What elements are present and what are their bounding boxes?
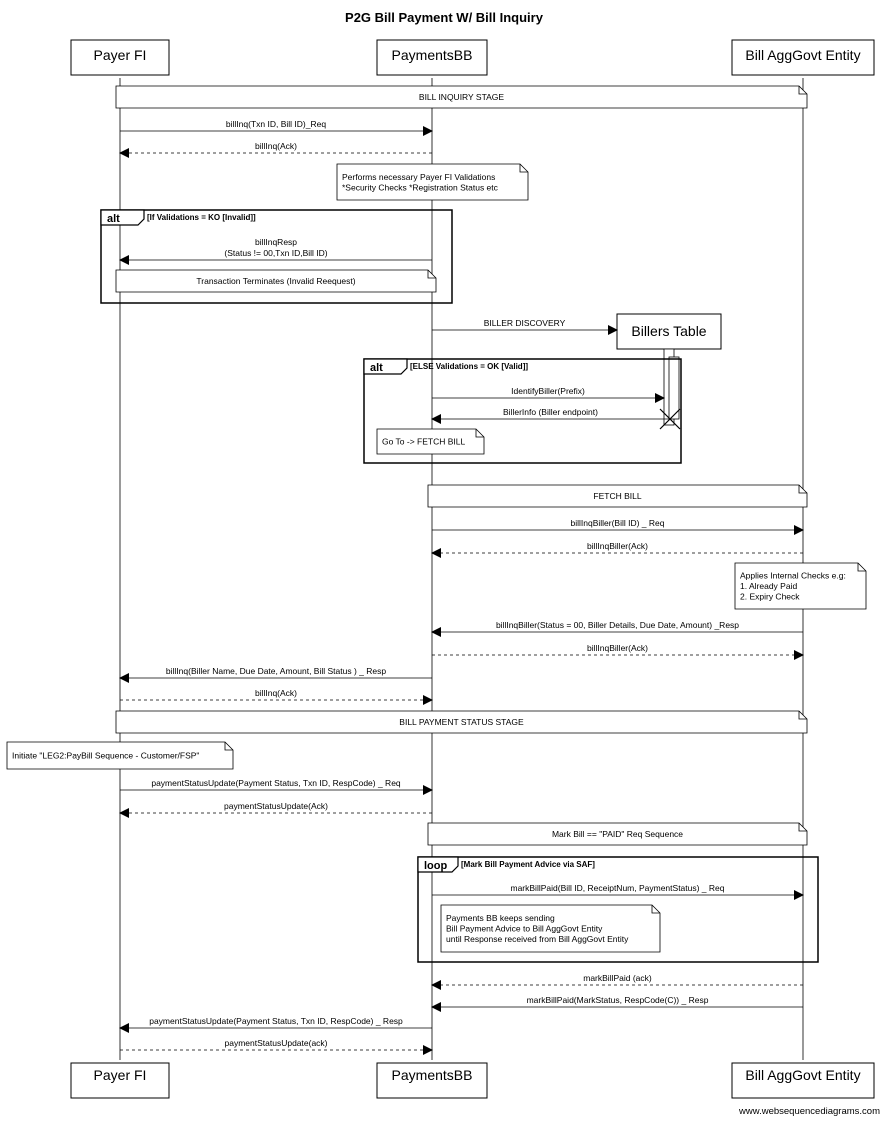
- message-label: paymentStatusUpdate(Ack): [224, 801, 328, 811]
- participant-box: [731, 39, 875, 76]
- participant-label: Bill AggGovt Entity: [745, 1067, 860, 1083]
- note-text: FETCH BILL: [593, 491, 641, 501]
- destroy-mark: [659, 408, 681, 430]
- note: [376, 428, 485, 455]
- note-text: Bill Payment Advice to Bill AggGovt Enti…: [446, 924, 603, 934]
- note-text: Mark Bill == "PAID" Req Sequence: [552, 829, 683, 839]
- message-label: billInq(Ack): [255, 688, 297, 698]
- participant-label: Bill AggGovt Entity: [745, 47, 860, 63]
- stage-note: [115, 85, 808, 109]
- message-label: billInq(Ack): [255, 141, 297, 151]
- watermark-text: www.websequencediagrams.com: [738, 1106, 880, 1117]
- note-fold: [475, 429, 484, 438]
- participant-label: Payer FI: [94, 1067, 147, 1083]
- note-text: *Security Checks *Registration Status et…: [342, 182, 499, 192]
- note-fold: [224, 742, 233, 751]
- participant-box: [376, 39, 488, 76]
- note-text: until Response received from Bill AggGov…: [446, 934, 629, 944]
- note-text: Initiate "LEG2:PayBill Sequence - Custom…: [12, 751, 199, 761]
- message-label: paymentStatusUpdate(Payment Status, Txn …: [149, 1016, 403, 1026]
- note-fold: [798, 485, 807, 494]
- note-fold: [798, 711, 807, 720]
- note-fold: [857, 563, 866, 572]
- stage-note: [427, 484, 808, 508]
- note-text: 2. Expiry Check: [740, 592, 800, 602]
- fragment-tag: alt: [107, 213, 120, 225]
- note-text: Transaction Terminates (Invalid Reequest…: [196, 276, 355, 286]
- note-text: BILL PAYMENT STATUS STAGE: [399, 717, 524, 727]
- stage-note: [427, 822, 808, 846]
- message-label: billInq(Txn ID, Bill ID)_Req: [226, 119, 326, 129]
- message-label: BILLER DISCOVERY: [484, 318, 566, 328]
- participant-label: PaymentsBB: [392, 47, 473, 63]
- note-fold: [798, 823, 807, 832]
- fragment-guard: [ELSE Validations = OK [Valid]]: [410, 362, 528, 371]
- participant-box: [616, 313, 722, 350]
- note-fold: [651, 905, 660, 914]
- note-text: 1. Already Paid: [740, 581, 797, 591]
- note-fold: [798, 86, 807, 95]
- message-label: billInqBiller(Ack): [587, 643, 648, 653]
- message-label: paymentStatusUpdate(Payment Status, Txn …: [151, 778, 401, 788]
- fragment-tag-box: [100, 209, 145, 226]
- note-text: BILL INQUIRY STAGE: [419, 92, 505, 102]
- participant-box: [376, 1062, 488, 1099]
- fragment-guard: [Mark Bill Payment Advice via SAF]: [461, 860, 595, 869]
- activation-bar: [668, 356, 680, 420]
- participant-label: PaymentsBB: [392, 1067, 473, 1083]
- message-label: markBillPaid(Bill ID, ReceiptNum, Paymen…: [511, 883, 725, 893]
- fragment-tag: loop: [424, 860, 447, 872]
- note: [115, 269, 437, 293]
- message-label: billInqBiller(Bill ID) _ Req: [570, 518, 664, 528]
- stage-note: [115, 710, 808, 734]
- participant-box: [731, 1062, 875, 1099]
- message-label: markBillPaid (ack): [583, 973, 652, 983]
- message-label: billInqBiller(Status = 00, Biller Detail…: [496, 620, 739, 630]
- participant-box: [70, 39, 170, 76]
- message-label: markBillPaid(MarkStatus, RespCode(C)) _ …: [527, 995, 709, 1005]
- participant-box: [70, 1062, 170, 1099]
- message-label: billInqResp: [255, 237, 297, 247]
- fragment-tag: alt: [370, 362, 383, 374]
- message-label: BillerInfo (Biller endpoint): [503, 407, 598, 417]
- note: [336, 163, 529, 201]
- participant-label: Payer FI: [94, 47, 147, 63]
- fragment-guard: [If Validations = KO [Invalid]]: [147, 213, 256, 222]
- note-text: Applies Internal Checks e.g:: [740, 571, 846, 581]
- note-fold: [519, 164, 528, 173]
- message-label: paymentStatusUpdate(ack): [225, 1038, 328, 1048]
- message-label: billInq(Biller Name, Due Date, Amount, B…: [166, 666, 386, 676]
- diagram-title: P2G Bill Payment W/ Bill Inquiry: [345, 10, 544, 25]
- fragment-tag-box: [363, 358, 408, 375]
- note: [734, 562, 867, 610]
- fragment-frame: [100, 209, 453, 304]
- fragment-tag-box: [417, 856, 459, 873]
- note: [440, 904, 661, 953]
- note: [6, 741, 234, 770]
- note-fold: [427, 270, 436, 279]
- note-text: Performs necessary Payer FI Validations: [342, 172, 495, 182]
- fragment-frame: [417, 856, 819, 963]
- note-text: Payments BB keeps sending: [446, 913, 555, 923]
- fragment-frame: [363, 358, 682, 464]
- message-label: (Status != 00,Txn ID,Bill ID): [224, 248, 327, 258]
- message-label: IdentifyBiller(Prefix): [511, 386, 585, 396]
- message-label: billInqBiller(Ack): [587, 541, 648, 551]
- participant-label: Billers Table: [631, 323, 706, 339]
- note-text: Go To -> FETCH BILL: [382, 437, 465, 447]
